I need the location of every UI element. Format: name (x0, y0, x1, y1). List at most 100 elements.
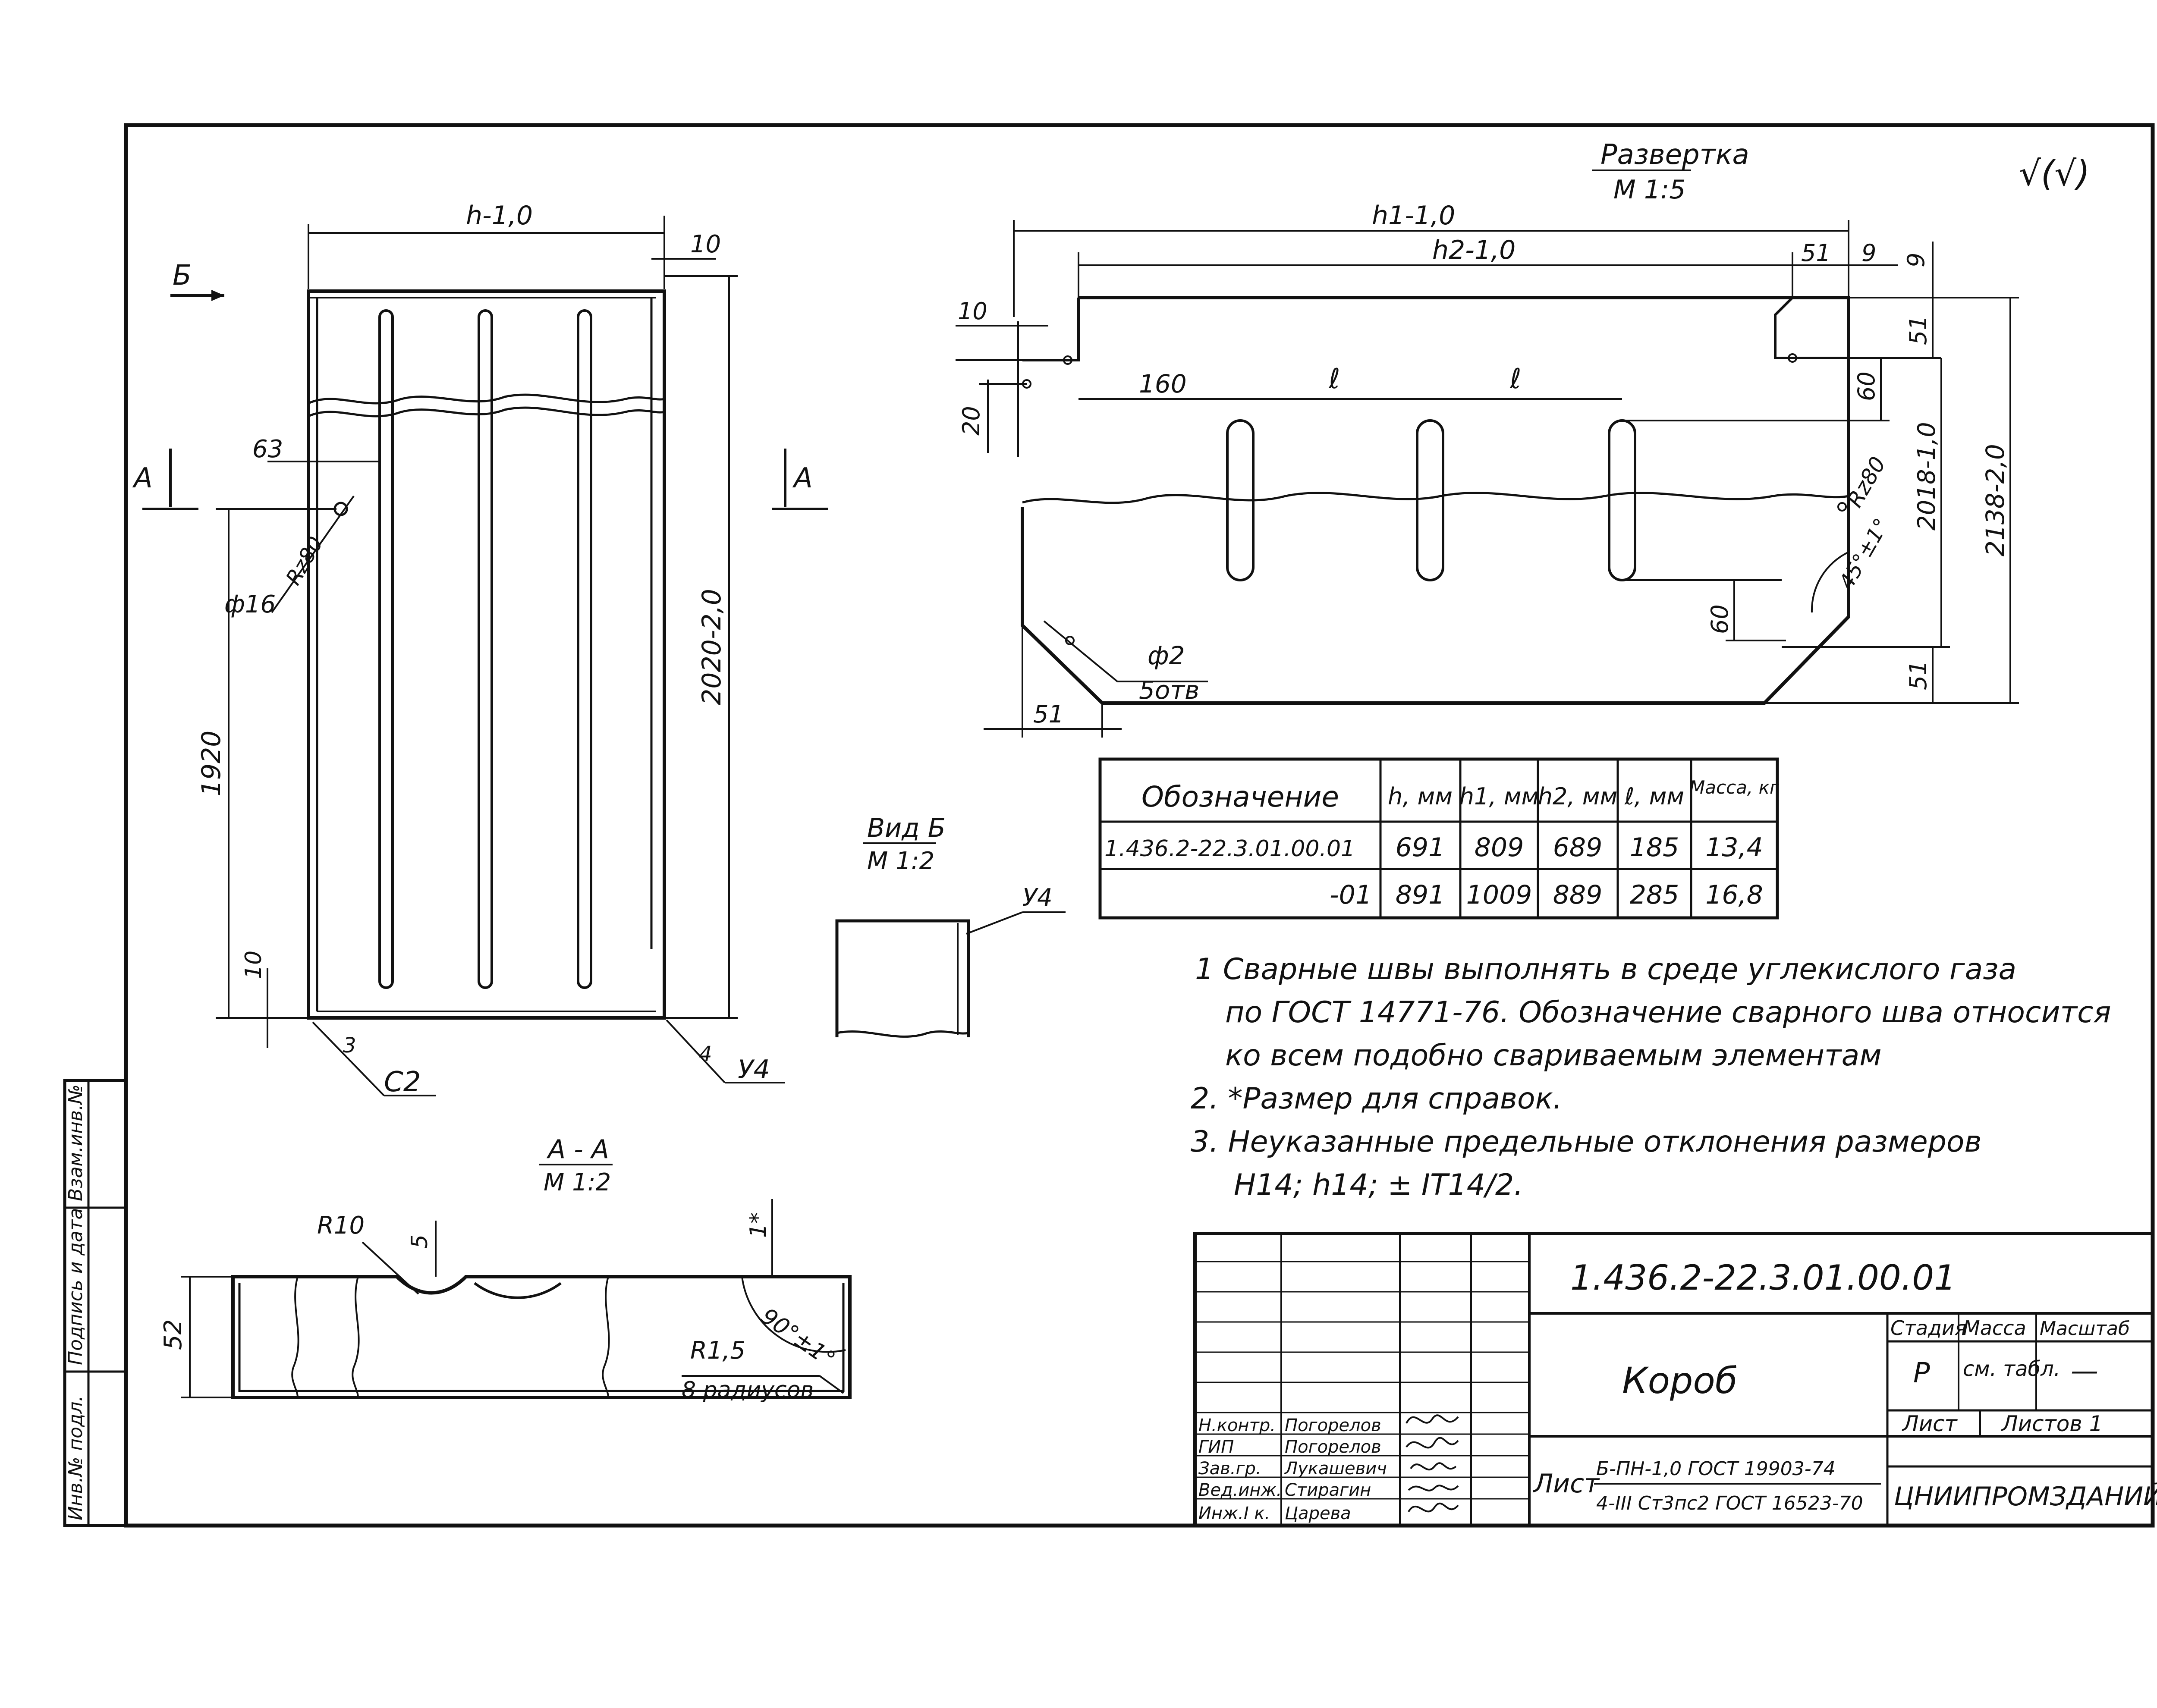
dim-r15-note: 8 радиусов (682, 1377, 814, 1403)
dim-h2: h2-1,0 (1432, 235, 1516, 265)
signature-name: Лукашевич (1284, 1459, 1387, 1479)
stage-value: Р (1913, 1357, 1930, 1389)
table-row: -01 891 1009 889 285 16,8 (1330, 880, 1763, 910)
dim-10-unfold: 10 (958, 298, 987, 325)
dim-width: h-1,0 (466, 201, 533, 231)
spec-cell: 185 (1630, 832, 1679, 863)
mass-value: см. табл. (1963, 1357, 2060, 1381)
dim-51-top: 51 (1801, 239, 1831, 267)
view-b-title: Вид Б (867, 813, 946, 843)
sheets-label: Листов 1 (2001, 1411, 2103, 1436)
dim-52: 52 (159, 1319, 187, 1350)
table-row: 1.436.2-22.3.01.00.01 691 809 689 185 13… (1104, 832, 1763, 863)
dim-2018: 2018-1,0 (1913, 422, 1941, 531)
dim-51-bottom: 51 (1033, 700, 1064, 728)
spec-cell: 891 (1396, 880, 1445, 910)
spec-table: Обозначение h, мм h1, мм h2, мм ℓ, мм Ма… (1098, 757, 1780, 920)
mass-header: Масса (1963, 1316, 2026, 1340)
view-b-scale: М 1:2 (867, 847, 934, 875)
section-aa: А - А М 1:2 52 R10 5 1* 90°±1° R1,5 8 ра… (159, 1134, 852, 1403)
dim-2138: 2138-2,0 (1981, 444, 2010, 556)
spec-cell: -01 (1330, 880, 1372, 910)
view-b: Вид Б М 1:2 У4 (835, 813, 1066, 1038)
section-label-left: А (132, 462, 153, 494)
weld-num-4: 4 (699, 1042, 712, 1066)
spec-cell: 889 (1553, 880, 1603, 910)
section-aa-title: А - А (546, 1134, 609, 1165)
dim-10-top: 10 (690, 230, 721, 258)
unfold-scale: М 1:5 (1613, 175, 1685, 205)
unfold-view: Развертка М 1:5 h1-1,0 h2-1,0 51 9 (956, 139, 2019, 738)
view-b-arrow-label: Б (173, 260, 192, 292)
dim-9-top: 9 (1861, 239, 1876, 267)
dim-rz-front: Rz80 (281, 532, 328, 589)
spec-header-mass: Масса, кг (1689, 777, 1780, 798)
signature-name: Стирагин (1285, 1480, 1371, 1500)
sheet-frame (124, 123, 2155, 1528)
dim-l1: ℓ (1328, 363, 1340, 395)
unfold-slots (1226, 419, 1636, 581)
spec-cell: 691 (1396, 832, 1445, 863)
dim-5: 5 (407, 1234, 433, 1249)
dim-r10: R10 (317, 1212, 365, 1240)
unfold-title: Развертка (1600, 139, 1749, 171)
spec-cell: 1009 (1466, 880, 1532, 910)
side-stamp-signature: Подпись и дата (65, 1208, 87, 1365)
dim-hole: ф16 (224, 590, 276, 619)
note-line: Н14; h14; ± IT14/2. (1234, 1168, 1523, 1202)
dim-160: 160 (1139, 369, 1187, 399)
dim-angle-90: 90°±1° (756, 1303, 840, 1372)
spec-header-h: h, мм (1388, 783, 1453, 810)
dim-angle-45: 45°±1° (1834, 514, 1894, 593)
dim-h1: h1-1,0 (1372, 201, 1455, 231)
weld-u4-view-b: У4 (1022, 884, 1053, 912)
technical-notes: 1 Сварные швы выполнять в среде углекисл… (1191, 952, 2111, 1202)
handwritten-signatures (1406, 1414, 1459, 1513)
signature-role: Н.контр. (1198, 1416, 1276, 1435)
dim-9-side: 9 (1902, 253, 1930, 267)
spec-header-l: ℓ, мм (1624, 783, 1684, 810)
spec-cell: 13,4 (1705, 832, 1763, 863)
dim-60-top: 60 (1853, 371, 1880, 401)
dim-height: 2020-2,0 (697, 589, 727, 705)
dim-51-right: 51 (1905, 315, 1932, 345)
dim-1920: 1920 (196, 731, 226, 797)
dim-63: 63 (252, 435, 283, 463)
side-stamp-replace: Взам.инв.№ (65, 1084, 87, 1201)
scale-value: — (2071, 1355, 2098, 1387)
dim-1-star: 1* (745, 1212, 771, 1238)
drawing-designation: 1.436.2-22.3.01.00.01 (1570, 1258, 1956, 1298)
signature-row: Зав.гр. Лукашевич (1198, 1459, 1387, 1479)
signature-row: Инж.I к. Царева (1198, 1504, 1351, 1523)
signature-name: Погорелов (1285, 1437, 1381, 1457)
material-prefix: Лист (1533, 1469, 1600, 1499)
spec-cell: 285 (1630, 880, 1679, 910)
hole-dia: ф2 (1148, 641, 1185, 670)
signature-role: ГИП (1198, 1437, 1234, 1457)
spec-header-h2: h2, мм (1538, 783, 1617, 810)
signature-role: Зав.гр. (1198, 1459, 1261, 1479)
surface-finish-mark: √(√) (2019, 154, 2090, 194)
spec-header-h1: h1, мм (1459, 783, 1539, 810)
spec-cell: 16,8 (1705, 880, 1763, 910)
section-label-right: А (792, 462, 813, 494)
break-line (308, 393, 665, 405)
signature-row: Н.контр. Погорелов (1198, 1416, 1381, 1435)
side-stamp: Инв.№ подл. Подпись и дата Взам.инв.№ (63, 1079, 128, 1527)
spec-cell: 809 (1475, 832, 1524, 863)
signature-name: Погорелов (1285, 1416, 1381, 1435)
note-line: ко всем подобно свариваемым элементам (1225, 1039, 1882, 1073)
title-block: Н.контр. Погорелов ГИП Погорелов Зав.гр.… (1193, 1232, 2157, 1527)
spec-header-designation: Обозначение (1141, 780, 1339, 813)
weld-num-3: 3 (343, 1033, 356, 1058)
organization-name: ЦНИИПРОМЗДАНИЙ (1894, 1481, 2157, 1512)
signature-row: Вед.инж. Стирагин (1198, 1480, 1371, 1500)
note-line: 2. *Размер для справок. (1191, 1082, 1562, 1116)
section-aa-scale: М 1:2 (544, 1168, 611, 1196)
note-line: 3. Неуказанные предельные отклонения раз… (1191, 1125, 1982, 1159)
signature-row: ГИП Погорелов (1198, 1437, 1381, 1457)
dim-51-bottom-right: 51 (1905, 660, 1932, 690)
note-line: 1 Сварные швы выполнять в среде углекисл… (1195, 952, 2016, 986)
weld-c2: С2 (384, 1066, 421, 1098)
